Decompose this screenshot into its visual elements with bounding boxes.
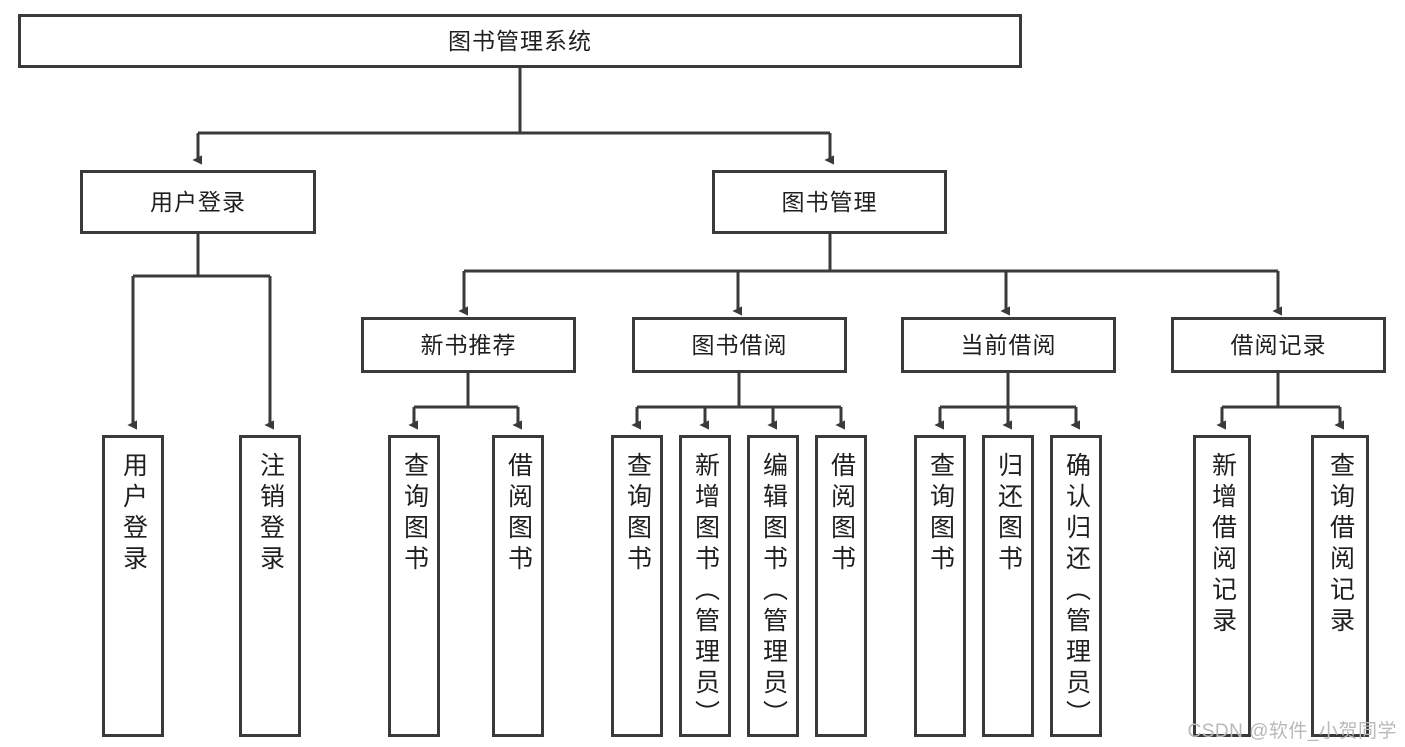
- node-user-login[interactable]: 用户登录: [80, 170, 316, 234]
- leaf-borrow-book[interactable]: 借阅图书: [815, 435, 867, 737]
- node-label: 借阅图书: [504, 452, 533, 576]
- node-current-borrow[interactable]: 当前借阅: [901, 317, 1116, 373]
- node-book-management[interactable]: 图书管理: [712, 170, 947, 234]
- node-label: 新增图书（管理员）: [691, 452, 720, 731]
- node-borrow-records[interactable]: 借阅记录: [1171, 317, 1386, 373]
- leaf-logout[interactable]: 注销登录: [239, 435, 301, 737]
- leaf-query-book[interactable]: 查询图书: [611, 435, 663, 737]
- node-label: 查询借阅记录: [1326, 452, 1355, 638]
- leaf-edit-book-admin[interactable]: 编辑图书（管理员）: [747, 435, 799, 737]
- node-label: 查询图书: [623, 452, 652, 576]
- leaf-query-book-recommend[interactable]: 查询图书: [388, 435, 440, 737]
- node-book-borrow[interactable]: 图书借阅: [632, 317, 847, 373]
- leaf-return-book[interactable]: 归还图书: [982, 435, 1034, 737]
- leaf-user-login[interactable]: 用户登录: [102, 435, 164, 737]
- node-label: 借阅记录: [1230, 331, 1327, 358]
- node-label: 归还图书: [994, 452, 1023, 576]
- node-label: 查询图书: [926, 452, 955, 576]
- node-label: 新增借阅记录: [1208, 452, 1237, 638]
- node-label: 查询图书: [400, 452, 429, 576]
- leaf-add-book-admin[interactable]: 新增图书（管理员）: [679, 435, 731, 737]
- node-label: 用户登录: [150, 188, 246, 215]
- node-label: 当前借阅: [960, 331, 1057, 358]
- node-label: 用户登录: [119, 452, 148, 576]
- node-new-book-recommend[interactable]: 新书推荐: [361, 317, 576, 373]
- node-label: 确认归还（管理员）: [1062, 452, 1091, 731]
- node-root-system[interactable]: 图书管理系统: [18, 14, 1022, 68]
- node-label: 编辑图书（管理员）: [759, 452, 788, 731]
- node-label: 注销登录: [256, 452, 285, 576]
- leaf-add-borrow-record[interactable]: 新增借阅记录: [1193, 435, 1251, 737]
- node-label: 新书推荐: [420, 331, 517, 358]
- node-label: 图书借阅: [691, 331, 788, 358]
- node-label: 借阅图书: [827, 452, 856, 576]
- node-label: 图书管理系统: [448, 27, 592, 54]
- node-label: 图书管理: [781, 188, 878, 215]
- leaf-query-borrow-record[interactable]: 查询借阅记录: [1311, 435, 1369, 737]
- leaf-query-book-current[interactable]: 查询图书: [914, 435, 966, 737]
- leaf-borrow-book-recommend[interactable]: 借阅图书: [492, 435, 544, 737]
- csdn-watermark: CSDN @软件_小贺同学: [1187, 721, 1397, 742]
- leaf-confirm-return-admin[interactable]: 确认归还（管理员）: [1050, 435, 1102, 737]
